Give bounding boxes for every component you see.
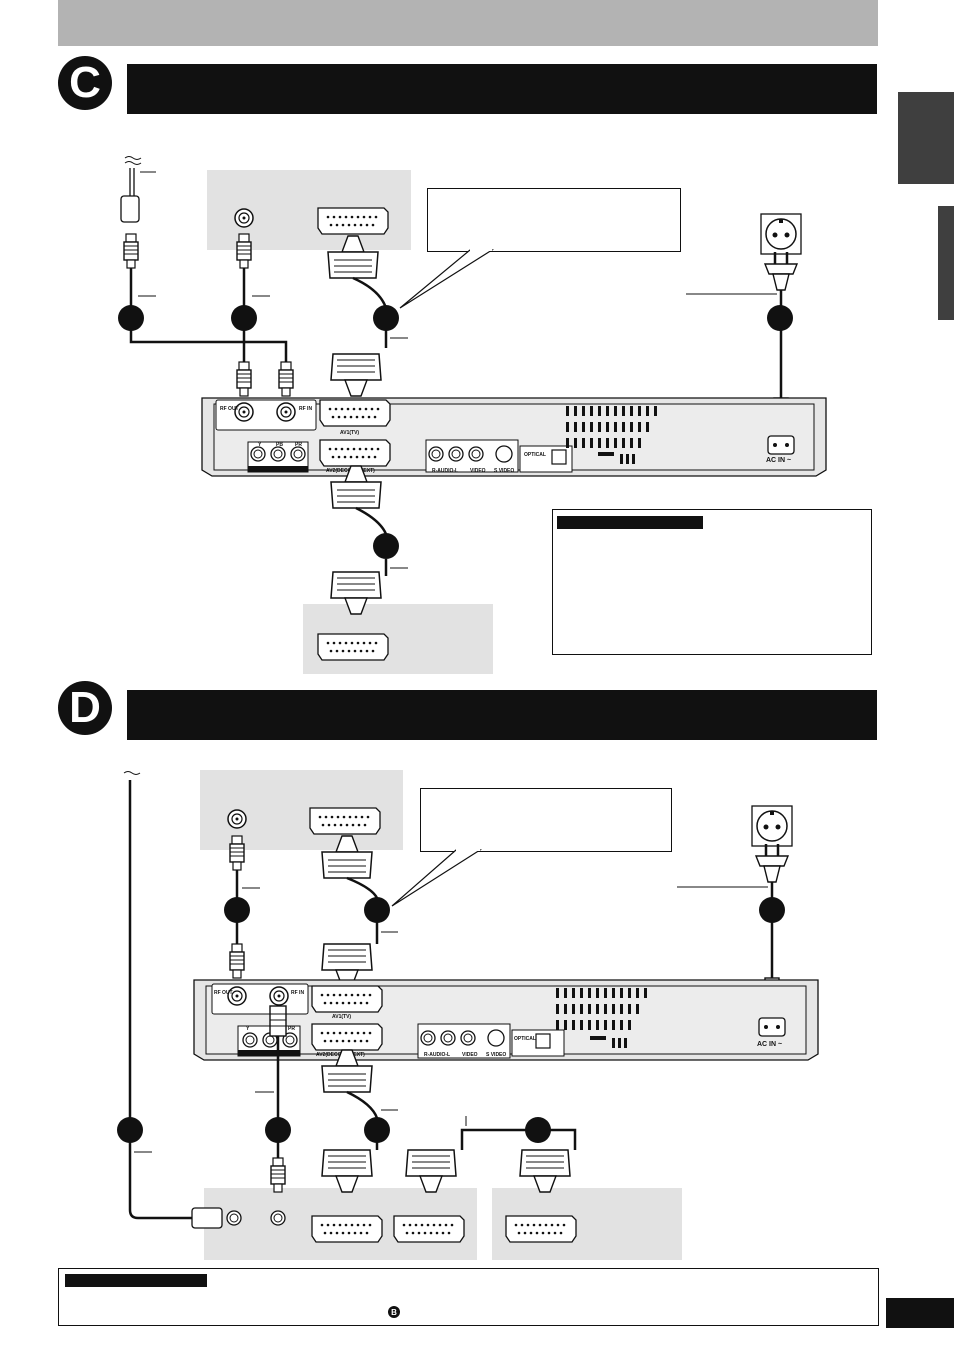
section-d-letter: D <box>58 681 112 735</box>
aerial-cable-c <box>120 156 156 308</box>
tv-scart-socket-d <box>309 807 381 835</box>
bottom-note-box <box>58 1268 879 1326</box>
wall-socket-d <box>751 805 793 847</box>
s-video-label-c: S VIDEO <box>494 468 514 474</box>
connector-circle-d4 <box>759 897 785 923</box>
connector-circle-c3 <box>373 305 399 331</box>
page-number-tab <box>886 1298 954 1328</box>
connector-circle-d7 <box>525 1117 551 1143</box>
tv-scart-socket-c <box>317 207 389 235</box>
video-label-c: VIDEO <box>470 468 486 474</box>
optical-label-d: OPTICAL <box>514 1036 536 1042</box>
connector-circle-d3 <box>364 897 390 923</box>
av2-socket-c <box>319 439 391 467</box>
bottom-note-heading <box>65 1274 207 1287</box>
r-audio-l-label-c: R-AUDIO-L <box>432 468 458 474</box>
rf-in-label-c: RF IN <box>299 406 312 412</box>
recorder-rear-panel-d: RF OUT RF IN AV1(TV) AV2(DECODER/EXT) Y … <box>193 979 819 1061</box>
callout-box-c <box>427 188 681 252</box>
av1-label-c: AV1(TV) <box>340 430 359 436</box>
rf-out-label-c: RF OUT <box>220 406 239 412</box>
av2-socket-d <box>311 1023 383 1051</box>
y-label-c: Y <box>258 442 262 448</box>
pb-label-c: PB <box>276 442 283 448</box>
wall-socket-c <box>760 213 802 255</box>
r-audio-l-label-d: R-AUDIO-L <box>424 1052 450 1058</box>
pr-label-c: PR <box>295 442 302 448</box>
note-box-c <box>552 509 872 655</box>
connector-circle-c5 <box>373 533 399 559</box>
connector-circle-c2 <box>231 305 257 331</box>
ac-in-label-c: AC IN ~ <box>766 457 791 464</box>
side-tab-lower <box>938 206 954 320</box>
note-box-c-heading <box>557 516 703 529</box>
rf-out-label-d: RF OUT <box>214 990 233 996</box>
side-tab-upper <box>898 92 954 184</box>
connector-circle-d6 <box>364 1117 390 1143</box>
recorder-rear-panel-c: RF OUT RF IN AV1(TV) AV2(DECODER/EXT) Y … <box>201 397 827 477</box>
ext-device-scart-d <box>505 1215 577 1243</box>
settop-scart-2 <box>393 1215 465 1243</box>
connector-circle-c4 <box>767 305 793 331</box>
y-label-d: Y <box>246 1026 250 1032</box>
connector-circle-c1 <box>118 305 144 331</box>
power-plug-c <box>763 250 799 292</box>
pr-label-d: PR <box>288 1026 295 1032</box>
optical-label-c: OPTICAL <box>524 452 546 458</box>
av1-socket-d <box>311 985 383 1013</box>
section-c-title-bar <box>127 64 877 114</box>
s-video-label-d: S VIDEO <box>486 1052 506 1058</box>
section-c-letter: C <box>58 56 112 110</box>
settop-scart-1 <box>311 1215 383 1243</box>
callout-box-d <box>420 788 672 852</box>
connector-circle-d1 <box>117 1117 143 1143</box>
tv-rf-in-socket-d <box>227 809 247 829</box>
section-d-title-bar <box>127 690 877 740</box>
av1-socket-c <box>319 399 391 427</box>
top-header-bar <box>58 0 878 46</box>
connector-circle-d2 <box>224 897 250 923</box>
reference-badge-icon <box>388 1306 400 1318</box>
connector-circle-d5 <box>265 1117 291 1143</box>
power-plug-d <box>754 842 790 884</box>
rf-plug-tv-c <box>236 233 252 269</box>
video-label-d: VIDEO <box>462 1052 478 1058</box>
rf-in-label-d: RF IN <box>291 990 304 996</box>
reference-badge-label: B <box>391 1308 397 1317</box>
av1-label-d: AV1(TV) <box>332 1014 351 1020</box>
tv-rf-in-socket-c <box>234 208 254 228</box>
ext-device-scart-c <box>317 633 389 661</box>
ac-in-label-d: AC IN ~ <box>757 1041 782 1048</box>
